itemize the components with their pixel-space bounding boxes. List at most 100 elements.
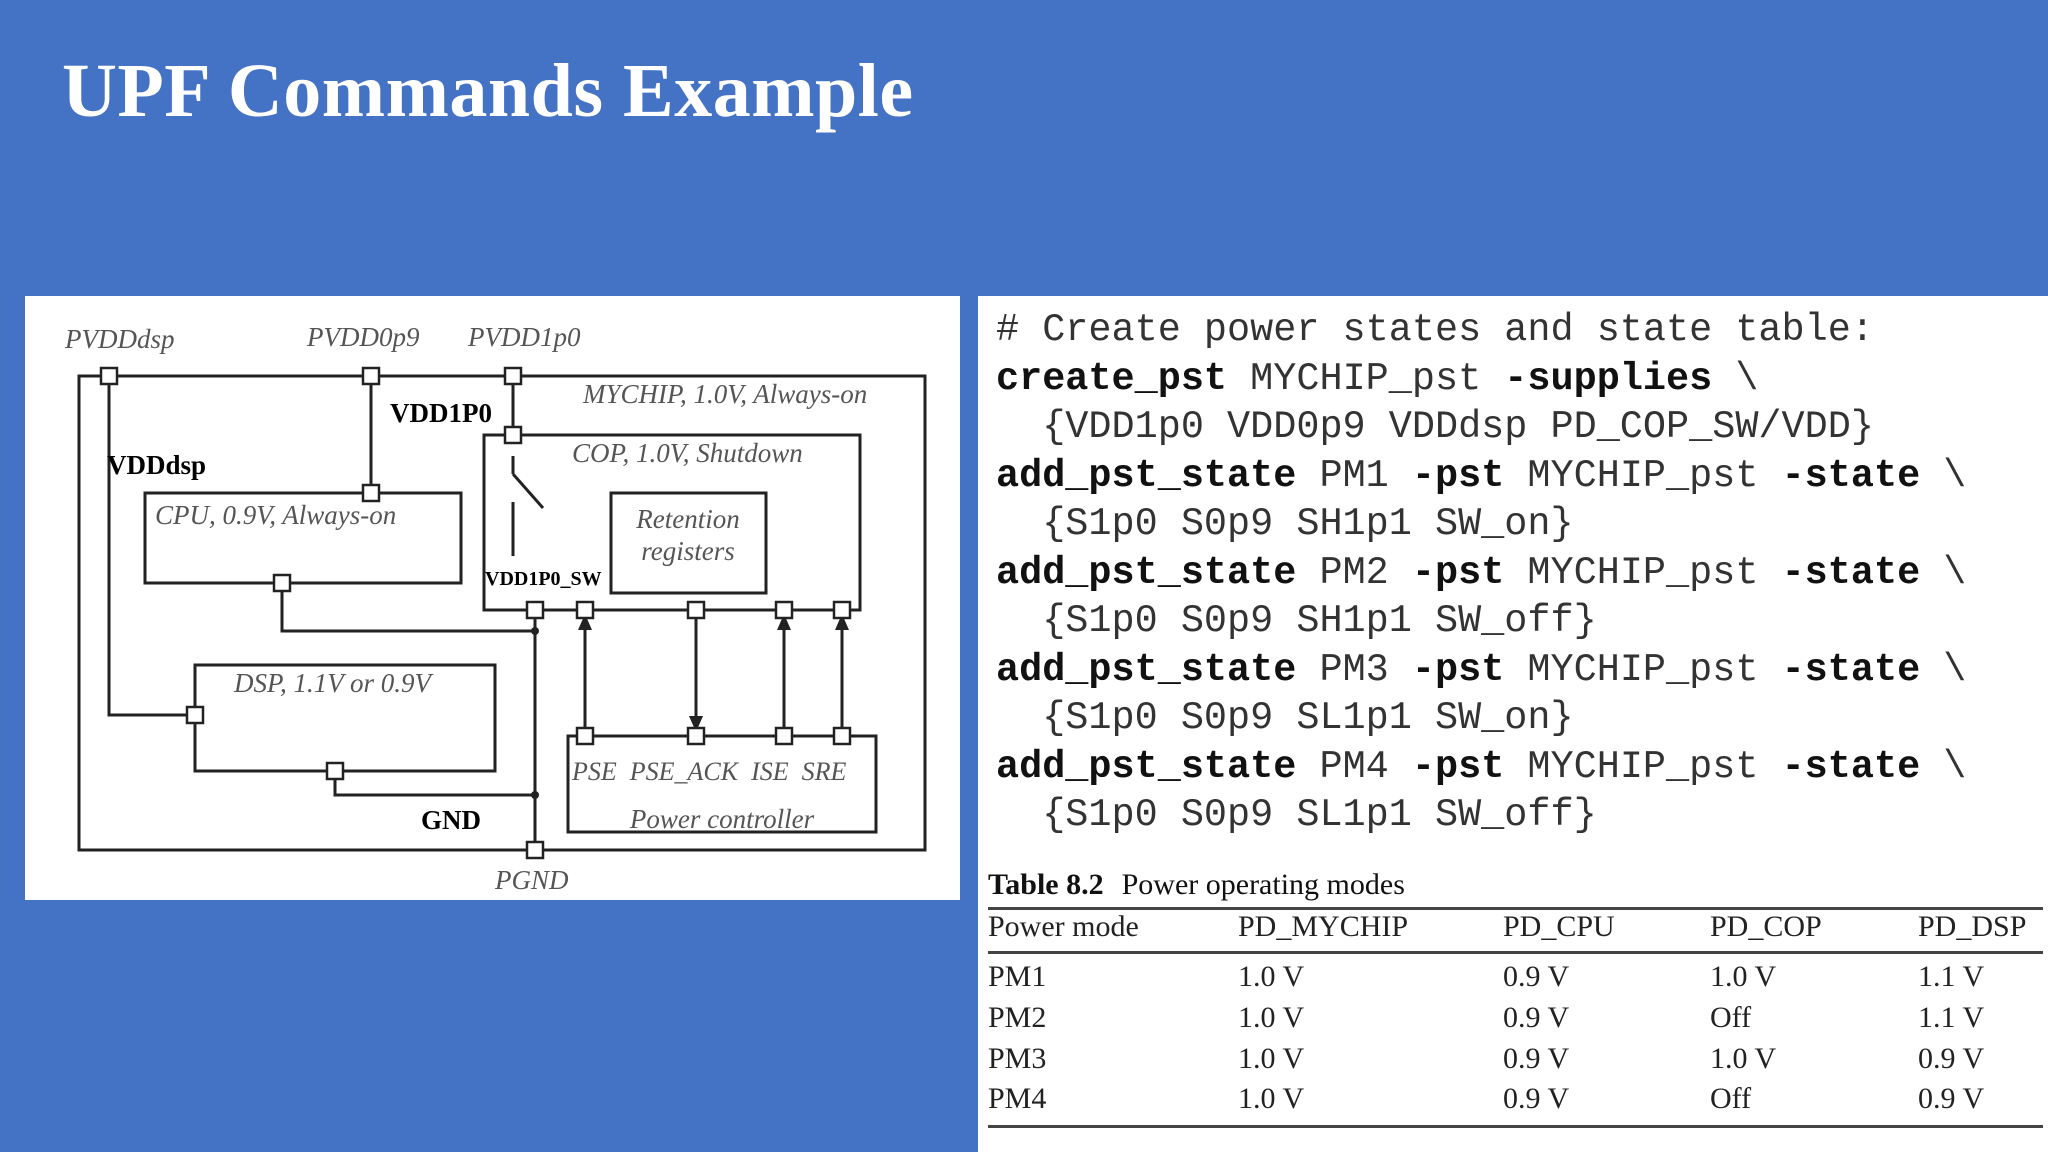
- table-cell: 1.0 V: [1238, 1041, 1305, 1075]
- label-dsp-domain: DSP, 1.1V or 0.9V: [233, 668, 435, 698]
- table-caption-text: Power operating modes: [1121, 868, 1405, 901]
- code-text: # Create power states and state table:: [996, 308, 1874, 352]
- label-power-controller: Power controller: [629, 804, 815, 834]
- cpu-gnd-net: [280, 583, 535, 633]
- code-keyword: add_pst_state: [996, 744, 1297, 789]
- port-pc-pse: [575, 726, 595, 746]
- code-keyword: -pst: [1411, 453, 1505, 498]
- port-pvdd1p0: [503, 366, 523, 386]
- power-controller-box: [566, 734, 878, 834]
- port-pvdddsp: [99, 366, 119, 386]
- table-cell: 0.9 V: [1918, 1082, 1985, 1116]
- sre-arrow: [835, 614, 849, 630]
- table-caption-number: Table 8.2: [988, 868, 1104, 901]
- label-controller-signals: PSE PSE_ACK ISE SRE: [571, 757, 847, 786]
- code-keyword: add_pst_state: [996, 550, 1297, 595]
- code-keyword: -supplies: [1504, 356, 1713, 401]
- port-pc-sre: [832, 726, 852, 746]
- label-pvdd0p9: PVDD0p9: [306, 322, 420, 352]
- code-text: PM3: [1296, 647, 1412, 692]
- label-vdddsp-net: VDDdsp: [107, 450, 206, 480]
- power-domain-diagram: PVDDdsp PVDD0p9 PVDD1p0 PGND MYCHIP, 1.0…: [25, 296, 960, 900]
- table-cell: 0.9 V: [1503, 1001, 1570, 1035]
- code-line: create_pst MYCHIP_pst -supplies \: [996, 355, 1966, 404]
- port-cop-gnd: [525, 600, 545, 620]
- code-text: PM2: [1296, 550, 1412, 595]
- code-text: {S1p0 S0p9 SL1p1 SW_off}: [996, 793, 1597, 837]
- table-cell: PM1: [988, 960, 1047, 993]
- table-cell: 0.9 V: [1503, 960, 1570, 993]
- code-keyword: add_pst_state: [996, 647, 1297, 692]
- table-header-rule: [988, 951, 2043, 954]
- table-cell: 1.1 V: [1918, 960, 1985, 993]
- port-cop-pse-ack: [686, 600, 706, 620]
- port-cpu-vdd: [361, 483, 381, 503]
- code-text: {S1p0 S0p9 SL1p1 SW_on}: [996, 696, 1574, 740]
- dsp-gnd-net: [333, 771, 535, 797]
- cpu-box: [143, 491, 463, 585]
- pse-arrow: [578, 614, 592, 630]
- code-text: {VDD1p0 VDD0p9 VDDdsp PD_COP_SW/VDD}: [996, 405, 1874, 449]
- code-text: \: [1920, 453, 1967, 498]
- label-retention-2: registers: [641, 536, 735, 566]
- table-cell: PM4: [988, 1082, 1047, 1116]
- code-text: PM1: [1296, 453, 1412, 498]
- port-pgnd: [525, 840, 545, 860]
- label-mychip-domain: MYCHIP, 1.0V, Always-on: [582, 379, 867, 409]
- table-cell: 1.1 V: [1918, 1001, 1985, 1035]
- code-text: MYCHIP_pst: [1504, 647, 1782, 692]
- code-text: \: [1712, 356, 1759, 401]
- table-cell: 1.0 V: [1238, 1001, 1305, 1035]
- table-row: PM1 1.0 V 0.9 V 1.0 V 1.1 V: [988, 948, 2043, 998]
- table-cell: 1.0 V: [1238, 1082, 1305, 1116]
- code-keyword: -pst: [1411, 744, 1505, 789]
- gnd-junction: [531, 627, 539, 635]
- retention-box: [609, 491, 768, 595]
- table-header-cell: PD_MYCHIP: [1238, 910, 1409, 943]
- code-text: {S1p0 S0p9 SH1p1 SW_on}: [996, 502, 1574, 546]
- table-cell: Off: [1710, 1082, 1752, 1116]
- label-pgnd: PGND: [494, 865, 569, 895]
- port-cop-vdd: [503, 425, 523, 445]
- table-cell: Off: [1710, 1001, 1752, 1035]
- table-row: PM3 1.0 V 0.9 V 1.0 V 0.9 V: [988, 1039, 2043, 1080]
- code-line: {S1p0 S0p9 SL1p1 SW_on}: [996, 694, 1966, 743]
- table-header-cell: PD_DSP: [1918, 910, 2027, 943]
- label-vdd1p0-net: VDD1P0: [390, 398, 492, 428]
- code-text: PM4: [1296, 744, 1412, 789]
- code-text: MYCHIP_pst: [1504, 453, 1782, 498]
- table-cell: 0.9 V: [1503, 1082, 1570, 1116]
- table-cell: 0.9 V: [1918, 1041, 1985, 1075]
- code-keyword: -pst: [1411, 647, 1505, 692]
- table-header-cell: PD_COP: [1710, 910, 1822, 943]
- code-text: {S1p0 S0p9 SH1p1 SW_off}: [996, 599, 1597, 643]
- table-caption: Table 8.2 Power operating modes: [988, 868, 1405, 902]
- code-line: add_pst_state PM1 -pst MYCHIP_pst -state…: [996, 452, 1966, 501]
- code-line: add_pst_state PM3 -pst MYCHIP_pst -state…: [996, 646, 1966, 695]
- table-row: PM4 1.0 V 0.9 V Off 0.9 V: [988, 1079, 2043, 1120]
- code-line: add_pst_state PM2 -pst MYCHIP_pst -state…: [996, 549, 1966, 598]
- label-gnd-net: GND: [421, 805, 481, 835]
- label-pvdd1p0: PVDD1p0: [467, 322, 581, 352]
- table-cell: PM2: [988, 1001, 1047, 1035]
- code-keyword: -state: [1781, 744, 1921, 789]
- label-retention-1: Retention: [635, 504, 739, 534]
- upf-code-block: # Create power states and state table:cr…: [996, 306, 1966, 840]
- port-cop-ise: [774, 600, 794, 620]
- table-header-cell: Power mode: [988, 910, 1139, 943]
- table-cell: 1.0 V: [1238, 960, 1305, 993]
- code-line: {S1p0 S0p9 SH1p1 SW_off}: [996, 597, 1966, 646]
- code-keyword: add_pst_state: [996, 453, 1297, 498]
- table-cell: 1.0 V: [1710, 960, 1777, 993]
- upf-code-panel: # Create power states and state table:cr…: [978, 296, 2048, 1152]
- code-line: {VDD1p0 VDD0p9 VDDdsp PD_COP_SW/VDD}: [996, 403, 1966, 452]
- gnd-junction-2: [531, 791, 539, 799]
- code-text: \: [1920, 744, 1967, 789]
- diagram-svg: PVDDdsp PVDD0p9 PVDD1p0 PGND MYCHIP, 1.0…: [64, 322, 927, 895]
- table-row: PM2 1.0 V 0.9 V Off 1.1 V: [988, 998, 2043, 1039]
- code-line: {S1p0 S0p9 SH1p1 SW_on}: [996, 500, 1966, 549]
- port-dsp-gnd: [325, 761, 345, 781]
- table-bottom-rule: [988, 1125, 2043, 1128]
- code-line: add_pst_state PM4 -pst MYCHIP_pst -state…: [996, 743, 1966, 792]
- table-cell: PM3: [988, 1041, 1047, 1075]
